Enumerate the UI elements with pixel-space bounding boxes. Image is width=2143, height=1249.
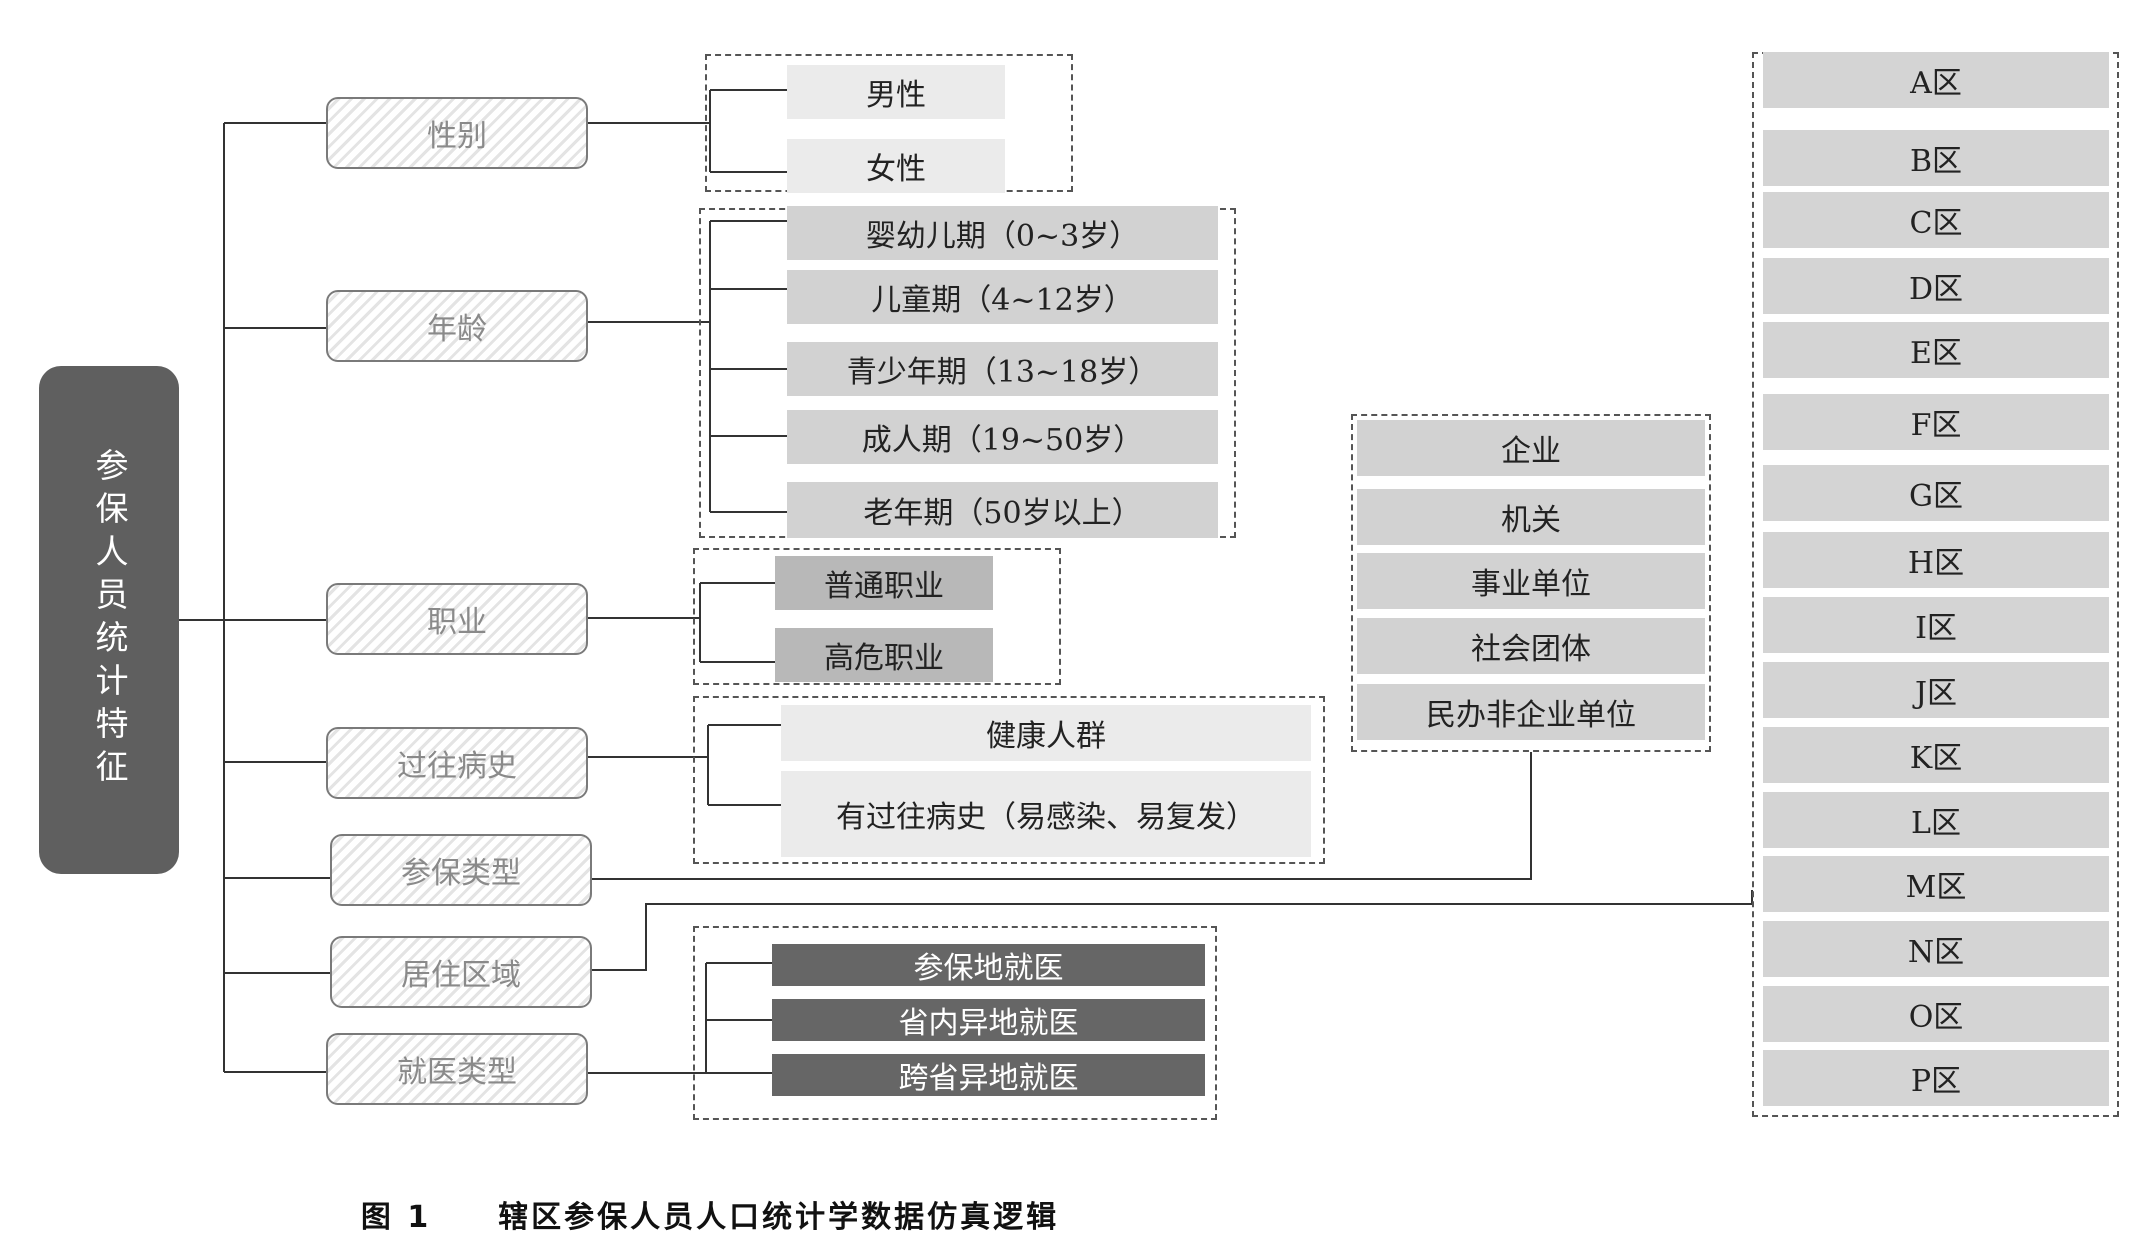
region-item: E区 (1763, 322, 2109, 378)
insurance-item: 事业单位 (1357, 553, 1705, 609)
occupation-item: 高危职业 (775, 628, 993, 682)
insurance-item: 企业 (1357, 420, 1705, 476)
category-residence-area: 居住区域 (330, 936, 592, 1008)
figure-title: 辖区参保人员人口统计学数据仿真逻辑 (498, 1200, 1060, 1235)
figure-number: 图 1 (360, 1200, 432, 1235)
medical-history-group (693, 696, 1325, 864)
region-item: P区 (1763, 1050, 2109, 1106)
insurance-type-group (1351, 414, 1711, 752)
category-insurance-type: 参保类型 (330, 834, 592, 906)
insurance-item: 社会团体 (1357, 618, 1705, 674)
gender-item: 女性 (787, 139, 1005, 193)
category-occupation: 职业 (326, 583, 588, 655)
region-item: C区 (1763, 192, 2109, 248)
age-item: 青少年期（13~18岁） (787, 342, 1218, 396)
region-item: M区 (1763, 856, 2109, 912)
visit-item: 参保地就医 (772, 944, 1205, 986)
age-item: 婴幼儿期（0~3岁） (787, 206, 1218, 260)
region-item: H区 (1763, 532, 2109, 588)
region-item: G区 (1763, 465, 2109, 521)
region-item: L区 (1763, 792, 2109, 848)
category-visit-type: 就医类型 (326, 1033, 588, 1105)
history-item: 健康人群 (781, 705, 1311, 761)
region-item: J区 (1763, 662, 2109, 718)
insurance-item: 机关 (1357, 489, 1705, 545)
root-node: 参保人员统计特征 (39, 366, 179, 874)
age-item: 儿童期（4~12岁） (787, 270, 1218, 324)
region-item: A区 (1763, 52, 2109, 108)
region-item: K区 (1763, 727, 2109, 783)
category-gender: 性别 (326, 97, 588, 169)
occupation-item: 普通职业 (775, 556, 993, 610)
visit-type-group (693, 926, 1217, 1120)
occupation-group (693, 548, 1061, 685)
age-item: 老年期（50岁以上） (787, 482, 1218, 538)
region-item: F区 (1763, 394, 2109, 450)
visit-item: 省内异地就医 (772, 999, 1205, 1041)
region-item: D区 (1763, 258, 2109, 314)
category-age: 年龄 (326, 290, 588, 362)
region-item: O区 (1763, 986, 2109, 1042)
region-item: B区 (1763, 130, 2109, 186)
region-item: I区 (1763, 597, 2109, 653)
gender-item: 男性 (787, 65, 1005, 119)
region-item: N区 (1763, 921, 2109, 977)
root-label: 参保人员统计特征 (90, 448, 129, 792)
history-item: 有过往病史（易感染、易复发） (781, 771, 1311, 857)
category-medical-history: 过往病史 (326, 727, 588, 799)
visit-item: 跨省异地就医 (772, 1054, 1205, 1096)
insurance-item: 民办非企业单位 (1357, 684, 1705, 740)
age-item: 成人期（19~50岁） (787, 410, 1218, 464)
figure-caption: 图 1 辖区参保人员人口统计学数据仿真逻辑 (0, 1192, 1420, 1236)
